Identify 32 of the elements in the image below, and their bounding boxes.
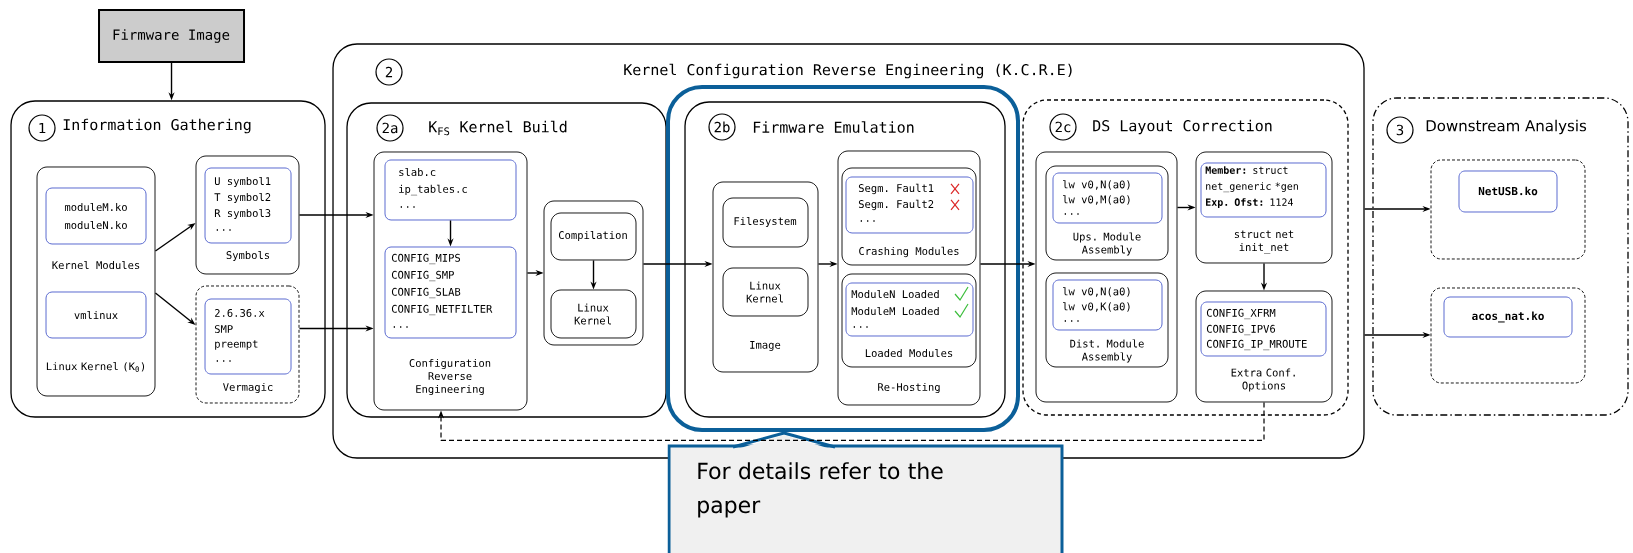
process-box bbox=[1035, 151, 1178, 403]
input-box: Firmware Image bbox=[98, 9, 245, 63]
code-box: 2.6.36.x SMP preempt ... bbox=[204, 298, 292, 375]
step-badge: 1 bbox=[28, 114, 56, 142]
code-box: CONFIG_MIPS CONFIG_SMP CONFIG_SLAB CONFIG_NETFILTER ... bbox=[384, 246, 517, 339]
process-box bbox=[1430, 287, 1586, 384]
highlight-frame bbox=[666, 85, 1020, 432]
process-box: Compilation bbox=[550, 212, 637, 261]
step-badge: 3 bbox=[1386, 116, 1414, 144]
code-box: ModuleN Loaded ModuleM Loaded ... bbox=[845, 282, 974, 337]
step-badge: 2b bbox=[708, 113, 736, 141]
code-box: U symbol1 T symbol2 R symbol3 ... bbox=[204, 167, 292, 244]
code-box: NetUSB.ko bbox=[1458, 170, 1558, 213]
process-box: Filesystem bbox=[722, 197, 809, 248]
arrow bbox=[437, 401, 1265, 442]
step-badge: 2a bbox=[376, 114, 404, 142]
code-box: acos_nat.ko bbox=[1443, 296, 1573, 338]
code-box: vmlinux bbox=[45, 291, 147, 339]
code-box: slab.c ip_tables.c ... bbox=[384, 159, 517, 221]
code-box: moduleM.ko moduleN.ko bbox=[45, 187, 147, 245]
code-box: Segm. Fault1 Segm. Fault2 ... bbox=[845, 176, 974, 234]
process-box: Linux Kernel bbox=[722, 267, 809, 317]
step-badge: 2 bbox=[375, 58, 403, 86]
code-box: CONFIG_XFRM CONFIG_IPV6 CONFIG_IP_MROUTE bbox=[1200, 301, 1327, 357]
code-box: lw v0,N(a0) lw v0,K(a0) ... bbox=[1052, 279, 1163, 331]
process-box: Linux Kernel bbox=[550, 289, 637, 339]
callout-box: For details refer to the paper bbox=[667, 431, 1064, 553]
code-box: Member: struct net_generic *gen Exp. Ofst: 1124 bbox=[1200, 162, 1327, 218]
process-box bbox=[543, 200, 644, 346]
process-box bbox=[1430, 159, 1586, 260]
step-badge: 2c bbox=[1049, 113, 1077, 141]
code-box: lw v0,N(a0) lw v0,M(a0) ... bbox=[1052, 172, 1163, 224]
